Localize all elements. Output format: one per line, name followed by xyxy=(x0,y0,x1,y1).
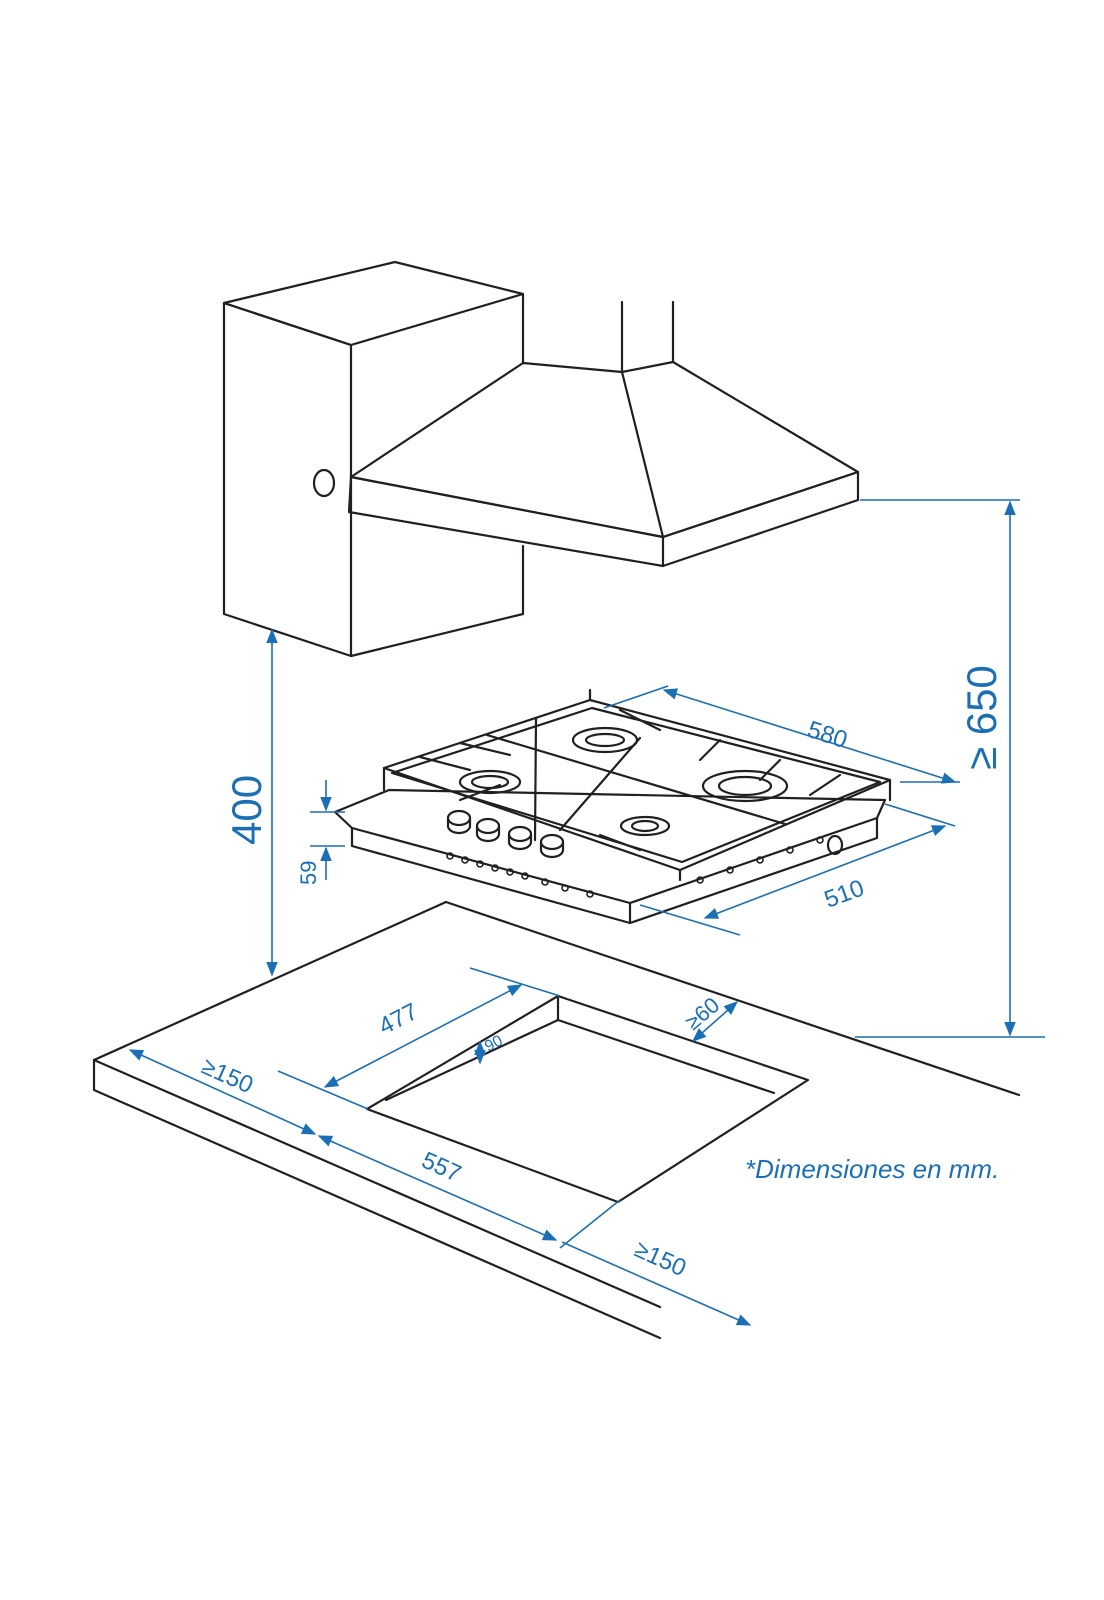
knob-icon xyxy=(507,825,533,851)
cabinet-knob-icon xyxy=(312,468,336,498)
knob-icon xyxy=(539,833,565,859)
dim-label-hob-width: 580 xyxy=(804,716,850,754)
dim-label-cabinet-clearance: 400 xyxy=(223,775,270,845)
burner-icon xyxy=(458,769,522,795)
burner-icon xyxy=(571,726,639,754)
burner-icon xyxy=(619,815,671,837)
burners xyxy=(458,726,789,837)
units-note: *Dimensiones en mm. xyxy=(745,1154,999,1184)
gas-hob xyxy=(333,688,892,925)
worktop xyxy=(92,900,1021,1340)
dimension-lines xyxy=(128,499,1045,1326)
wall-cabinet xyxy=(222,260,525,658)
knob-icon xyxy=(446,809,472,835)
dim-label-hob-height: 59 xyxy=(296,861,321,885)
dim-label-right-clearance: ≥150 xyxy=(631,1236,691,1282)
dim-label-hob-depth: 510 xyxy=(821,875,868,914)
range-hood xyxy=(347,300,860,568)
dim-label-front-offset: 90 xyxy=(482,1032,506,1055)
dim-label-cutout-depth: 477 xyxy=(374,998,422,1040)
control-knobs xyxy=(446,809,565,859)
dim-label-back-clearance: ≥60 xyxy=(680,992,724,1035)
dim-label-hood-clearance: ≥ 650 xyxy=(958,665,1005,770)
dim-label-left-clearance: ≥150 xyxy=(198,1053,258,1099)
knob-icon xyxy=(475,817,501,843)
